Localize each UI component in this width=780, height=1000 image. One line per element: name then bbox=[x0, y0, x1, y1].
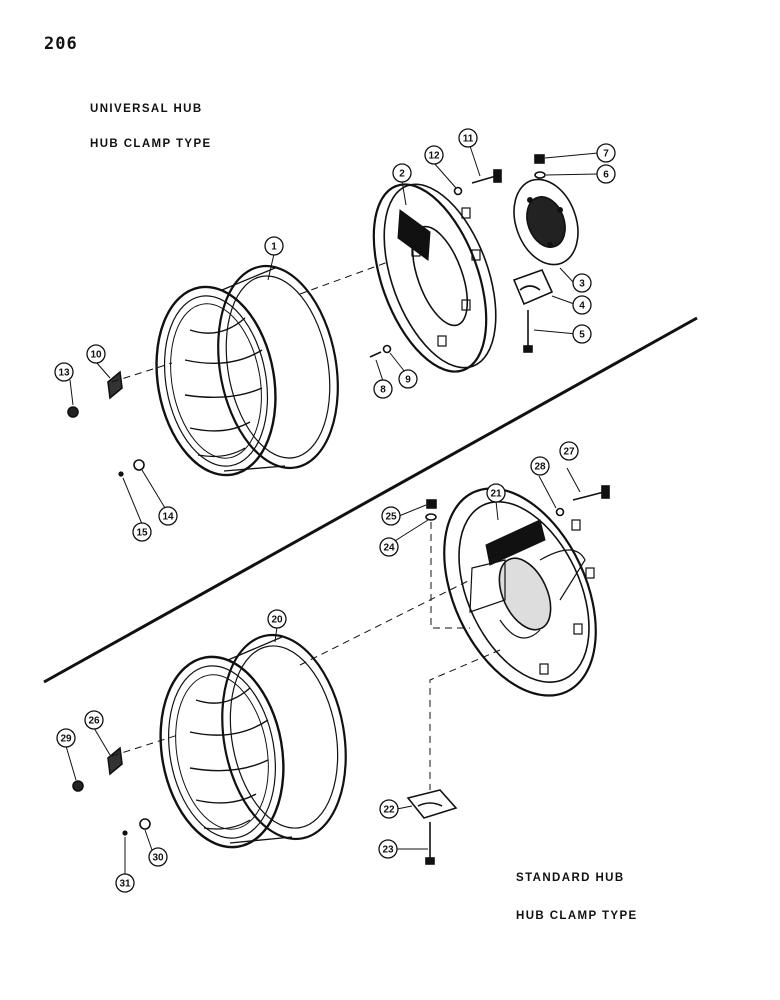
hub-clamp-lower bbox=[406, 789, 458, 819]
callout-1: 1 bbox=[264, 236, 284, 256]
callout-12: 12 bbox=[424, 145, 444, 165]
callout-15: 15 bbox=[132, 522, 152, 542]
section-divider-line bbox=[43, 316, 698, 684]
svg-text:27: 27 bbox=[563, 447, 575, 458]
heading-standard-hub-clamp-type: HUB CLAMP TYPE bbox=[516, 910, 638, 922]
callout-13: 13 bbox=[54, 362, 74, 382]
callout-27: 27 bbox=[559, 441, 579, 461]
callout-31: 31 bbox=[115, 873, 135, 893]
callout-22: 22 bbox=[379, 799, 399, 819]
clamp-wheel-disc-upper bbox=[372, 183, 497, 373]
callout-2: 2 bbox=[392, 163, 412, 183]
callout-21: 21 bbox=[486, 483, 506, 503]
callout-4: 4 bbox=[572, 295, 592, 315]
svg-text:7: 7 bbox=[603, 149, 609, 160]
svg-text:12: 12 bbox=[428, 151, 440, 162]
svg-text:6: 6 bbox=[603, 170, 609, 181]
svg-text:26: 26 bbox=[88, 716, 100, 727]
page-number: 206 bbox=[44, 34, 78, 54]
hub-clamp-upper bbox=[512, 268, 554, 306]
bolts-upper bbox=[67, 154, 546, 477]
svg-text:4: 4 bbox=[579, 301, 585, 312]
callout-26: 26 bbox=[84, 710, 104, 730]
svg-text:29: 29 bbox=[60, 734, 72, 745]
callout-3: 3 bbox=[572, 273, 592, 293]
svg-text:22: 22 bbox=[383, 805, 395, 816]
heading-universal-hub-clamp-type: HUB CLAMP TYPE bbox=[90, 138, 212, 150]
svg-text:23: 23 bbox=[382, 845, 394, 856]
callout-6: 6 bbox=[596, 164, 616, 184]
svg-text:5: 5 bbox=[579, 330, 585, 341]
svg-text:24: 24 bbox=[383, 543, 395, 554]
heading-universal-hub: UNIVERSAL HUB bbox=[90, 103, 203, 115]
svg-text:13: 13 bbox=[58, 368, 70, 379]
svg-text:3: 3 bbox=[579, 279, 585, 290]
callout-8: 8 bbox=[373, 379, 393, 399]
callout-28: 28 bbox=[530, 456, 550, 476]
hub-upper bbox=[513, 178, 579, 266]
callouts: 1 2 3 4 5 6 7 8 9 10 11 12 13 14 15 20 2… bbox=[54, 128, 616, 893]
callout-10: 10 bbox=[86, 344, 106, 364]
svg-text:8: 8 bbox=[380, 385, 386, 396]
svg-text:1: 1 bbox=[271, 242, 277, 253]
svg-text:11: 11 bbox=[463, 134, 474, 145]
svg-text:21: 21 bbox=[490, 489, 502, 500]
callout-23: 23 bbox=[378, 839, 398, 859]
callout-9: 9 bbox=[398, 369, 418, 389]
svg-text:15: 15 bbox=[136, 528, 148, 539]
callout-20: 20 bbox=[267, 609, 287, 629]
wheel-disc-lower bbox=[443, 487, 597, 697]
callout-11: 11 bbox=[458, 128, 478, 148]
svg-text:31: 31 bbox=[119, 879, 131, 890]
svg-text:10: 10 bbox=[90, 350, 102, 361]
callout-25: 25 bbox=[381, 506, 401, 526]
heading-standard-hub: STANDARD HUB bbox=[516, 872, 625, 884]
svg-text:2: 2 bbox=[399, 169, 405, 180]
callout-5: 5 bbox=[572, 324, 592, 344]
assembly-lines-upper bbox=[111, 261, 389, 383]
callout-24: 24 bbox=[379, 537, 399, 557]
svg-text:14: 14 bbox=[162, 512, 174, 523]
assembly-lines-lower bbox=[111, 522, 501, 790]
svg-text:25: 25 bbox=[385, 512, 397, 523]
bolts-lower bbox=[72, 485, 610, 865]
callout-7: 7 bbox=[596, 143, 616, 163]
callout-29: 29 bbox=[56, 728, 76, 748]
rim-lower bbox=[159, 633, 347, 849]
svg-text:28: 28 bbox=[534, 462, 546, 473]
leader-lines bbox=[65, 145, 599, 875]
svg-text:30: 30 bbox=[152, 853, 164, 864]
rim-upper bbox=[155, 264, 339, 477]
svg-text:20: 20 bbox=[271, 615, 283, 626]
callout-14: 14 bbox=[158, 506, 178, 526]
svg-text:9: 9 bbox=[405, 375, 411, 386]
callout-30: 30 bbox=[148, 847, 168, 867]
